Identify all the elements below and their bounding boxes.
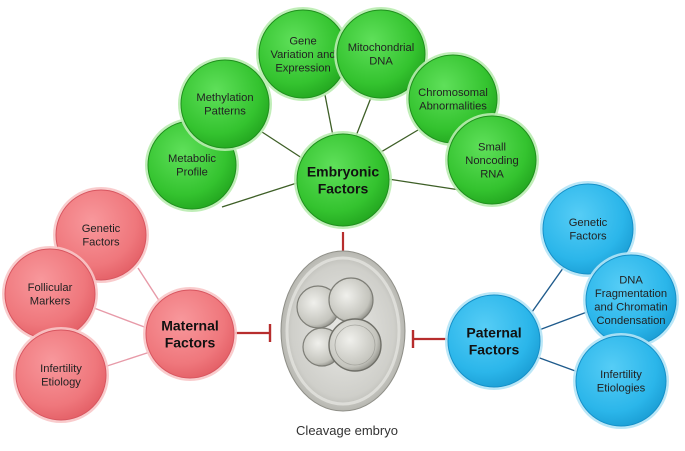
mitochondrial-dna-node-label-line: Mitochondrial [348, 42, 415, 54]
infertility-etiologies-node-circle [575, 335, 667, 427]
embryonic-factors-hub-circle [296, 133, 390, 227]
paternal-genetic-factors-node-label-line: Genetic [569, 217, 608, 229]
maternal-connector [137, 267, 161, 303]
dna-fragmentation-chromatin-node-label-line: and Chromatin [594, 302, 667, 314]
embryonic-factors-hub-label-line: Factors [318, 180, 369, 196]
paternal-factors-hub-label-line: Factors [469, 341, 520, 357]
gene-variation-expression-node-label-line: Expression [275, 62, 330, 74]
maternal-genetic-factors-node-label-line: Genetic [82, 223, 121, 235]
small-noncoding-rna-node-label-line: RNA [480, 168, 504, 180]
paternal-genetic-factors-node-label-line: Factors [569, 231, 607, 243]
paternal-genetic-factors-node-circle [542, 183, 634, 275]
dna-fragmentation-chromatin-node-label-line: DNA [619, 275, 643, 287]
dna-fragmentation-chromatin-node-label-line: Fragmentation [595, 288, 667, 300]
embryonic-connector [355, 94, 373, 137]
dna-fragmentation-chromatin-node-label-line: Condensation [596, 315, 665, 327]
embryo-caption: Cleavage embryo [296, 423, 398, 438]
paternal-inhibit-arrow [411, 330, 447, 348]
embryonic-connector [221, 181, 301, 208]
paternal-connector [531, 263, 567, 313]
cleavage-embryo-image [280, 250, 406, 412]
paternal-connector [536, 356, 579, 373]
embryonic-connector [375, 129, 419, 156]
paternal-factors-hub-circle [447, 294, 541, 388]
embryonic-factors-hub-label-line: Embryonic [307, 163, 380, 179]
infertility-etiologies-node-label-line: Etiologies [597, 383, 646, 395]
infertility-etiology-node-circle [15, 329, 107, 421]
small-noncoding-rna-node-circle [447, 115, 537, 205]
maternal-genetic-factors-node-label-line: Factors [82, 237, 120, 249]
chromosomal-abnormalities-node-label-line: Chromosomal [418, 87, 488, 99]
maternal-factors-hub-circle [145, 289, 235, 379]
maternal-inhibit-arrow [235, 324, 272, 342]
methylation-patterns-node-label-line: Methylation [196, 92, 253, 104]
follicular-markers-node-label-line: Markers [30, 296, 71, 308]
maternal-connector [103, 351, 151, 368]
methylation-patterns-node-label-line: Patterns [204, 106, 246, 118]
maternal-factors-hub-label-line: Maternal [161, 317, 219, 333]
gene-variation-expression-node-label-line: Gene [289, 35, 316, 47]
methylation-patterns-node-circle [180, 59, 270, 149]
small-noncoding-rna-node-label-line: Small [478, 141, 506, 153]
mitochondrial-dna-node-label-line: DNA [369, 56, 393, 68]
maternal-factors-hub-label-line: Factors [165, 334, 216, 350]
paternal-connector [538, 311, 588, 331]
chromosomal-abnormalities-node-label-line: Abnormalities [419, 101, 487, 113]
infertility-etiology-node-label-line: Infertility [40, 363, 82, 375]
maternal-connector [93, 307, 148, 329]
follicular-markers-node-label-line: Follicular [28, 282, 73, 294]
mitochondrial-dna-node-circle [336, 9, 426, 99]
gene-variation-expression-node-label-line: Variation and [270, 49, 335, 61]
embryonic-connector [387, 178, 461, 191]
infertility-etiology-node-label-line: Etiology [41, 377, 81, 389]
paternal-factors-hub-label-line: Paternal [466, 324, 521, 340]
embryonic-connector [324, 94, 334, 137]
small-noncoding-rna-node-label-line: Noncoding [465, 155, 519, 167]
metabolic-profile-node-label-line: Profile [176, 167, 208, 179]
infertility-etiologies-node-label-line: Infertility [600, 369, 642, 381]
metabolic-profile-node-label-line: Metabolic [168, 153, 216, 165]
